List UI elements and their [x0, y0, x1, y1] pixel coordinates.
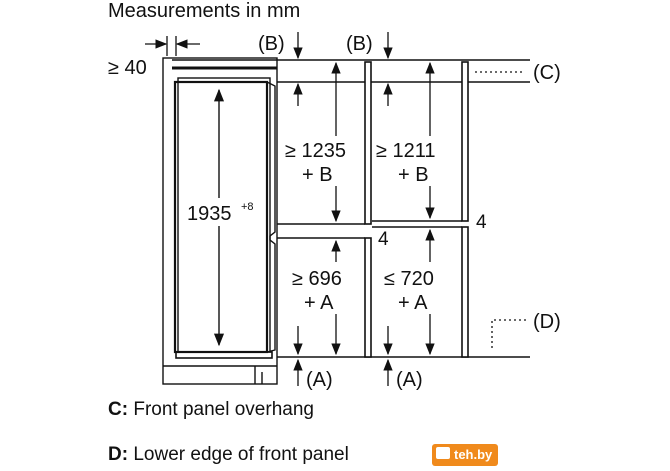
a-left-label: (A): [306, 369, 333, 391]
c-marker-label: (C): [533, 62, 561, 84]
niche-outline: [162, 57, 278, 385]
upper-right-label-2: + B: [398, 164, 429, 186]
legend-d: D: Lower edge of front panel: [108, 444, 349, 466]
upper-right-label-bg: [374, 136, 456, 186]
d-marker-label: (D): [533, 311, 561, 333]
upper-left-label-2: + B: [302, 164, 333, 186]
gap-left-label: 4: [378, 229, 389, 250]
watermark-logo-icon: [436, 447, 450, 459]
b-right-label: (B): [346, 33, 373, 55]
legend-c: C: Front panel overhang: [108, 399, 314, 421]
legend-d-key: D:: [108, 444, 129, 465]
lower-right-label-1: ≤ 720: [384, 268, 434, 290]
watermark-badge: teh.by: [432, 444, 499, 466]
lower-right-label-2: + A: [398, 292, 428, 314]
lower-left-label-2: + A: [304, 292, 334, 314]
watermark: teh.by: [432, 444, 499, 466]
a-marker-arrows: [293, 326, 393, 386]
upper-right-label-1: ≥ 1211: [376, 140, 436, 162]
panel-lower-left: [364, 237, 372, 358]
gap-top-label: ≥ 40: [108, 57, 147, 79]
main-height-label: 1935: [187, 203, 232, 225]
niche-middle: [277, 59, 530, 358]
lower-right-label-bg: [380, 262, 452, 314]
panel-lower-right: [461, 226, 469, 358]
lower-left-label-bg: [290, 262, 360, 314]
gap-top-dimension: [145, 36, 200, 56]
legend-d-text: Lower edge of front panel: [133, 444, 349, 465]
main-height-label-bg: [183, 198, 259, 226]
gap-right-label: 4: [476, 212, 487, 233]
panel-upper-left: [364, 61, 372, 225]
upper-left-label-bg: [284, 136, 360, 186]
appliance-side-view: [162, 57, 278, 385]
b-marker-arrows: [293, 32, 393, 106]
a-right-label: (A): [396, 369, 423, 391]
diagram-title: Measurements in mm: [108, 0, 301, 22]
main-height-superscript: +8: [241, 201, 254, 213]
legend-c-key: C:: [108, 399, 129, 420]
legend-c-text: Front panel overhang: [133, 399, 314, 420]
plinth: [175, 351, 273, 359]
panel-upper-right: [461, 61, 469, 222]
watermark-text: teh.by: [454, 447, 493, 462]
upper-left-label-1: ≥ 1235: [285, 140, 346, 162]
lower-left-label-1: ≥ 696: [292, 268, 342, 290]
b-left-label: (B): [258, 33, 285, 55]
door-profile: [266, 81, 276, 353]
d-dotted-leader: [491, 319, 528, 348]
